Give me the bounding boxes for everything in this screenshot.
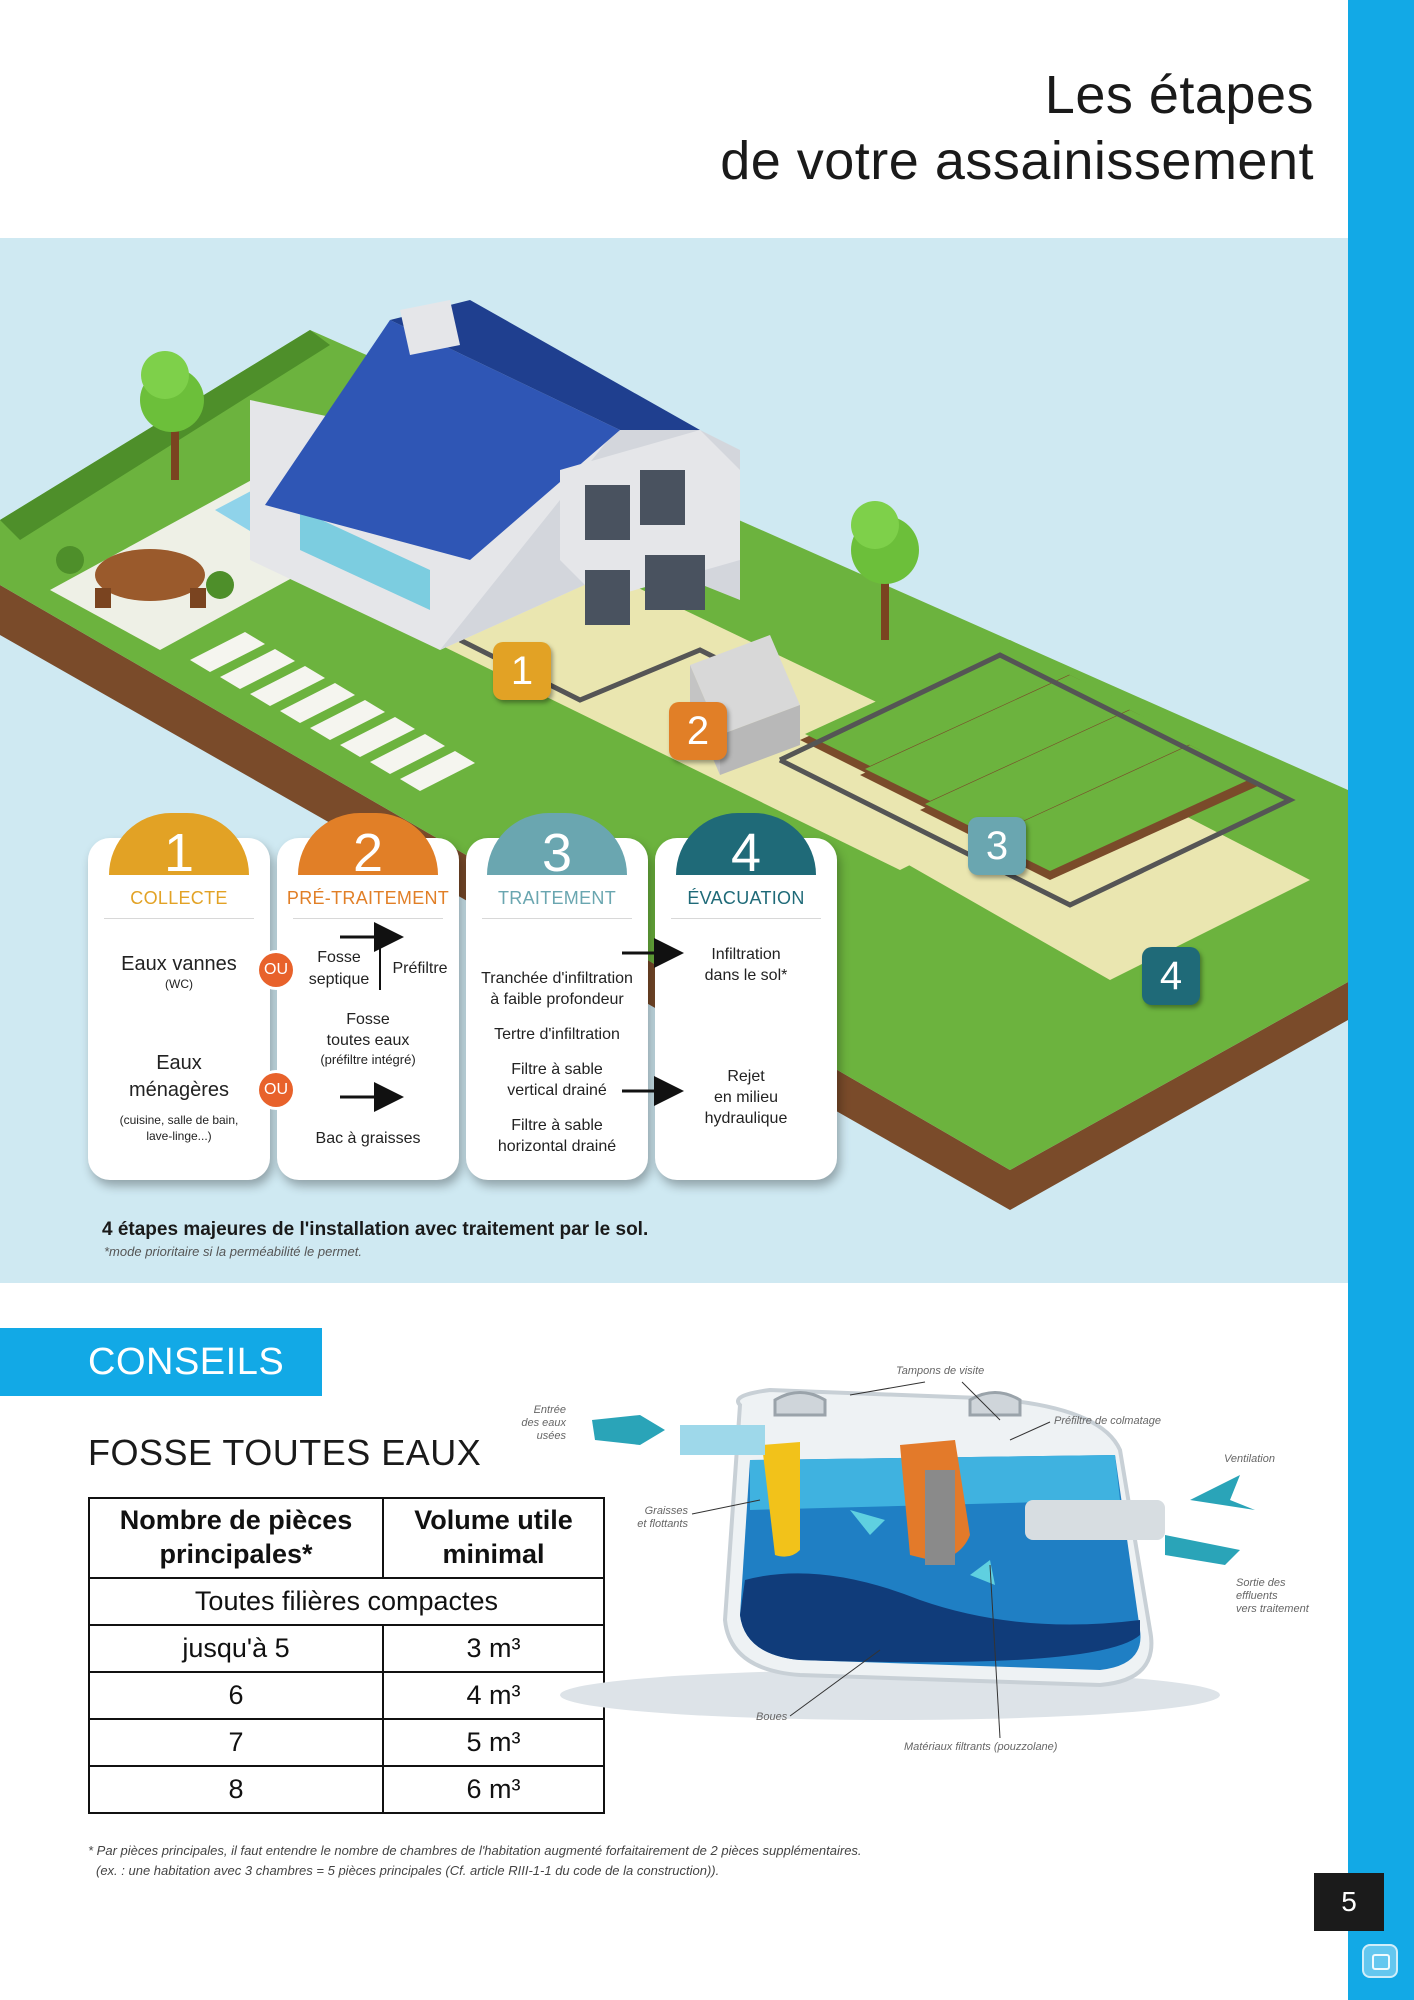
traitement-tranchee-2: à faible profondeur <box>490 991 624 1008</box>
traitement-filtre-horizontal-1: Filtre à sable <box>511 1117 603 1134</box>
tank-label-sortie-1: Sortie des <box>1236 1577 1286 1589</box>
step-heading-collecte: COLLECTE <box>130 888 228 908</box>
header-pieces-line-2: principales* <box>159 1539 313 1569</box>
header-volume-line-2: minimal <box>442 1539 545 1569</box>
traitement-filtre-horizontal-2: horizontal drainé <box>497 1138 617 1155</box>
step-heading-pretraitement: PRÉ-TRAITEMENT <box>286 888 450 908</box>
fosse-section-title: FOSSE TOUTES EAUX <box>88 1432 482 1473</box>
table-row: 8 6 m³ <box>88 1765 605 1814</box>
step-number-3: 3 <box>541 823 573 883</box>
tank-label-graisses-2: et flottants <box>637 1518 688 1530</box>
pieces-cell: jusqu'à 5 <box>88 1624 384 1673</box>
tank-label-entree-3: usées <box>536 1430 566 1442</box>
tank-label-graisses-1: Graisses <box>644 1505 688 1517</box>
pretraitement-bac-graisses: Bac à graisses <box>315 1130 421 1147</box>
header-volume: Volume utile minimal <box>382 1497 605 1579</box>
tank-label-entree-2: des eaux <box>521 1417 566 1429</box>
footnote-line-1: * Par pièces principales, il faut entend… <box>88 1843 862 1858</box>
table-subheader-row: Toutes filières compactes <box>88 1577 605 1626</box>
scene-marker-4: 4 <box>1142 947 1200 1005</box>
table-header-row: Nombre de pièces principales* Volume uti… <box>88 1497 605 1579</box>
step-card-pretraitement <box>277 838 459 1180</box>
illustration-caption: 4 étapes majeures de l'installation avec… <box>102 1219 649 1240</box>
collecte-eaux-vannes: Eaux vannes <box>121 953 237 975</box>
collecte-wc: (WC) <box>165 977 193 991</box>
tank-label-tampons: Tampons de visite <box>896 1365 985 1377</box>
page-title: Les étapes de votre assainissement <box>720 62 1314 194</box>
volume-cell: 5 m³ <box>382 1718 605 1767</box>
scene-marker-2: 2 <box>669 702 727 760</box>
step-number-1: 1 <box>163 823 195 883</box>
tank-label-sortie-2: effluents <box>1236 1590 1278 1602</box>
step-card-evacuation <box>655 838 837 1180</box>
collecte-eaux-menageres-1: Eaux <box>156 1052 202 1074</box>
conseils-label: CONSEILS <box>88 1341 285 1383</box>
pieces-cell: 6 <box>88 1671 384 1720</box>
collecte-menageres-note-2: lave-linge...) <box>146 1129 212 1143</box>
pieces-cell: 7 <box>88 1718 384 1767</box>
tank-label-entree-1: Entrée <box>533 1404 566 1416</box>
step-card-collecte <box>88 838 270 1180</box>
tank-label-sortie: Sortie des effluents vers traitement <box>1236 1577 1309 1616</box>
evacuation-rejet-1: Rejet <box>727 1068 765 1085</box>
scene-marker-3: 3 <box>968 817 1026 875</box>
step-number-4: 4 <box>730 823 762 883</box>
pretraitement-fosse-septique-2: septique <box>308 971 370 988</box>
evacuation-infiltration-1: Infiltration <box>711 946 781 963</box>
table-row: jusqu'à 5 3 m³ <box>88 1624 605 1673</box>
step-divider <box>104 918 254 919</box>
traitement-tertre: Tertre d'infiltration <box>494 1026 620 1043</box>
collecte-eaux-menageres-2: ménagères <box>128 1079 230 1101</box>
collecte-menageres-note-1: (cuisine, salle de bain, <box>119 1113 239 1127</box>
header-pieces: Nombre de pièces principales* <box>88 1497 384 1579</box>
volume-cell: 3 m³ <box>382 1624 605 1673</box>
table-footnote: * Par pièces principales, il faut entend… <box>88 1841 862 1881</box>
header-pieces-line-1: Nombre de pièces <box>119 1505 353 1536</box>
caption-note: *mode prioritaire si la perméabilité le … <box>104 1244 362 1259</box>
fosse-volume-table: Nombre de pièces principales* Volume uti… <box>88 1497 605 1814</box>
tank-label-entree: Entrée des eaux usées <box>500 1404 566 1443</box>
step-heading-traitement: TRAITEMENT <box>498 888 616 908</box>
evacuation-rejet-3: hydraulique <box>704 1110 788 1127</box>
page-number: 5 <box>1314 1873 1384 1931</box>
tank-label-materiaux: Matériaux filtrants (pouzzolane) <box>904 1741 1058 1753</box>
pieces-cell: 8 <box>88 1765 384 1814</box>
subheader-cell: Toutes filières compactes <box>88 1577 605 1626</box>
step-divider <box>482 918 632 919</box>
pretraitement-prefiltre-integre: (préfiltre intégré) <box>320 1052 416 1067</box>
ou-badge: OU <box>259 1073 293 1107</box>
pretraitement-fosse-toutes-2: toutes eaux <box>326 1032 410 1049</box>
header-volume-line-1: Volume utile <box>414 1505 573 1536</box>
step-heading-evacuation: ÉVACUATION <box>687 888 805 908</box>
tank-label-ventilation: Ventilation <box>1224 1453 1275 1465</box>
footnote-line-2: (ex. : une habitation avec 3 chambres = … <box>96 1863 720 1878</box>
step-card-traitement <box>466 838 648 1180</box>
tank-label-boues: Boues <box>756 1711 788 1723</box>
evacuation-rejet-2: en milieu <box>713 1089 779 1106</box>
table-row: 7 5 m³ <box>88 1718 605 1767</box>
evacuation-infiltration-2: dans le sol* <box>704 967 788 984</box>
title-line-2: de votre assainissement <box>720 131 1314 191</box>
tank-label-prefiltre: Préfiltre de colmatage <box>1054 1415 1161 1427</box>
side-accent-bar <box>1348 0 1414 2000</box>
conseils-banner <box>0 1328 322 1396</box>
title-line-1: Les étapes <box>1044 65 1314 125</box>
traitement-filtre-vertical-1: Filtre à sable <box>511 1061 603 1078</box>
pretraitement-fosse-septique-1: Fosse <box>317 949 361 966</box>
step-number-2: 2 <box>352 823 384 883</box>
step-divider <box>293 918 443 919</box>
scene-marker-1: 1 <box>493 642 551 700</box>
traitement-filtre-vertical-2: vertical drainé <box>507 1082 607 1099</box>
volume-cell: 6 m³ <box>382 1765 605 1814</box>
pretraitement-prefiltre: Préfiltre <box>392 960 448 977</box>
share-icon[interactable] <box>1362 1944 1398 1978</box>
tank-label-sortie-3: vers traitement <box>1236 1603 1309 1615</box>
traitement-tranchee-1: Tranchée d'infiltration <box>481 970 633 987</box>
ou-badge: OU <box>259 953 293 987</box>
pretraitement-fosse-toutes-1: Fosse <box>346 1011 390 1028</box>
table-row: 6 4 m³ <box>88 1671 605 1720</box>
fosse-tank-illustration <box>560 1387 1255 1720</box>
step-divider <box>671 918 821 919</box>
tank-label-graisses: Graisses et flottants <box>626 1505 688 1531</box>
